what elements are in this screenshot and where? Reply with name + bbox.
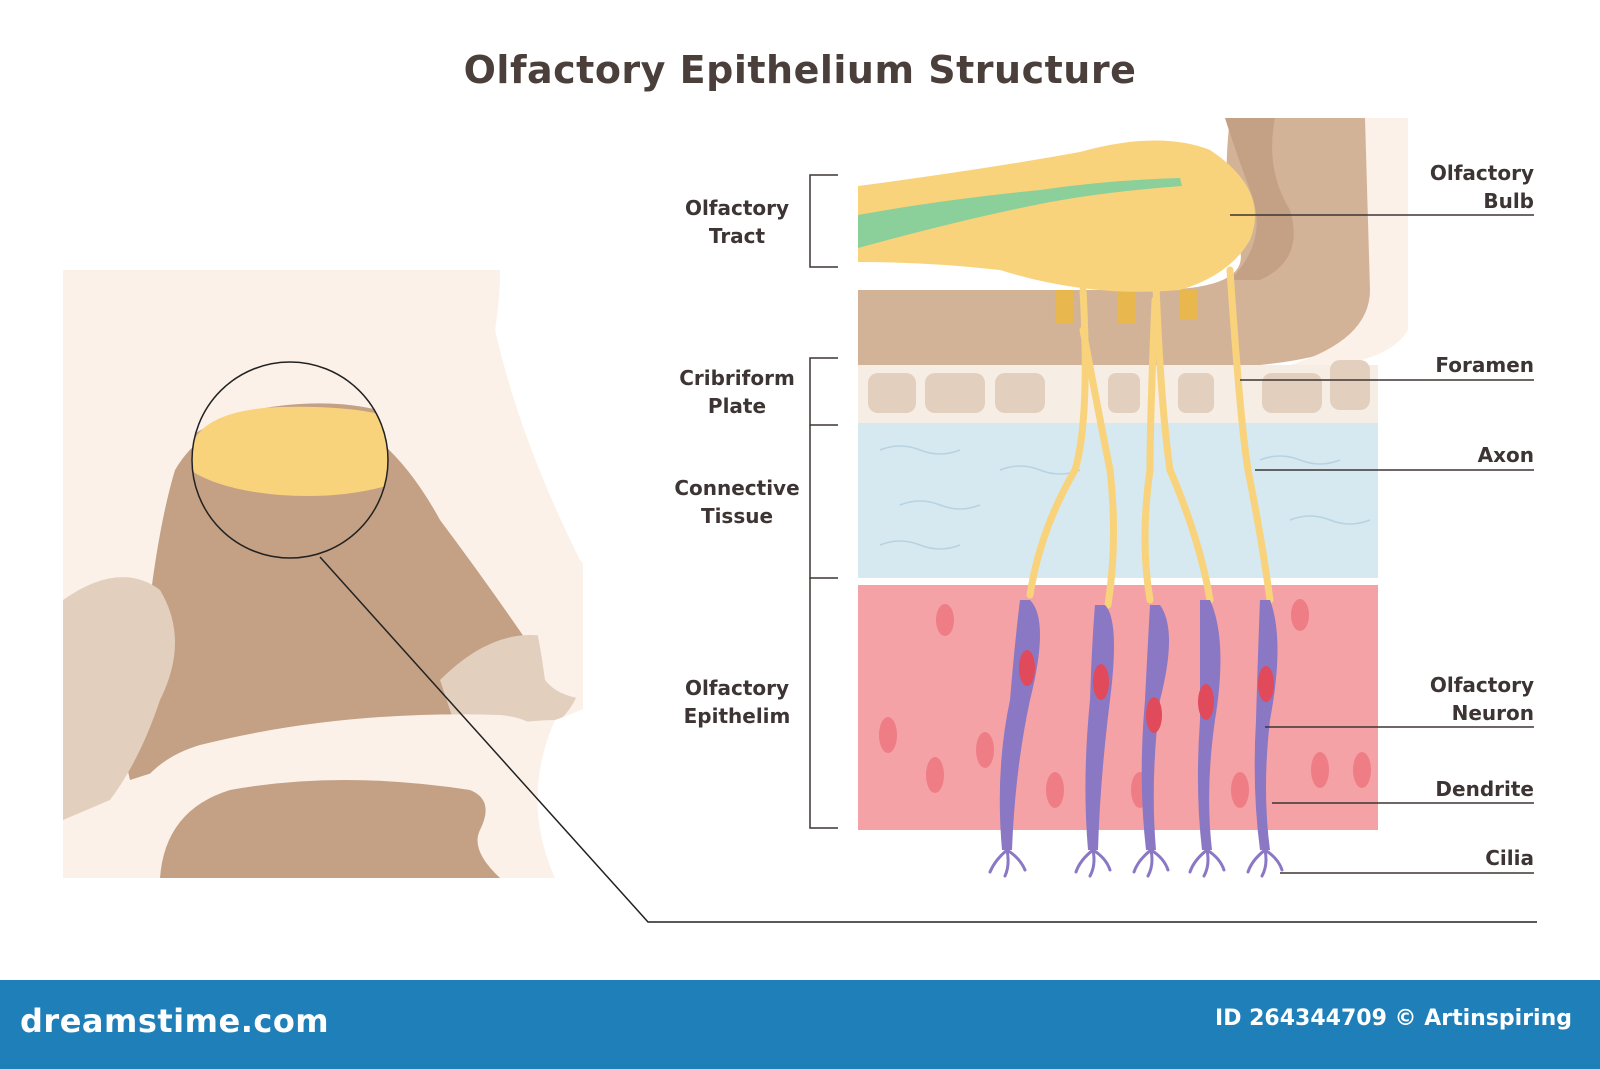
bracket-olfactory-tract (809, 174, 838, 268)
oral-cavity (160, 780, 500, 878)
label-axon: Axon (1477, 443, 1534, 467)
label-olfactory-neuron: Olfactory Neuron (1429, 673, 1534, 725)
label-olfactory-bulb: Olfactory Bulb (1429, 161, 1534, 213)
layer-brackets (809, 174, 838, 829)
cribriform-bone-pieces (868, 360, 1370, 413)
brand-watermark: dreamstime.com (20, 1002, 330, 1040)
bulb-stalks (1055, 290, 1198, 324)
skull-outer (1290, 118, 1408, 365)
anatomy-illustration (63, 118, 1537, 923)
label-cilia: Cilia (1485, 846, 1534, 870)
connective-tissue-layer (858, 423, 1378, 578)
magnifier-leader-line (319, 556, 1537, 923)
detail-cross-section (858, 118, 1408, 858)
cilia-tufts (988, 848, 1284, 878)
label-leader-lines (1230, 214, 1534, 874)
olfactory-tract-fibers (858, 178, 1182, 248)
label-foramen: Foramen (1435, 353, 1534, 377)
diagram-title: Olfactory Epithelium Structure (463, 48, 1137, 92)
connective-tissue-waves (879, 445, 1371, 550)
neuron-nuclei (1019, 650, 1274, 733)
epithelium-serrated-edge (858, 830, 1378, 858)
watermark-footer-bar: dreamstime.com ID 264344709 © Artinspiri… (0, 980, 1600, 1069)
axon-bundle (1026, 256, 1274, 609)
brain-tissue (858, 118, 1375, 365)
olfactory-bulb-shape (858, 140, 1255, 292)
label-connective-tissue: Connective Tissue (674, 476, 800, 528)
bracket-connective-tissue (809, 425, 838, 579)
label-olfactory-tract: Olfactory Tract (684, 196, 790, 248)
magnifier-circle (191, 361, 389, 559)
nasal-bone-left (63, 577, 175, 820)
nose-skin-edge (462, 270, 583, 699)
image-credit: ID 264344709 © Artinspiring (1215, 1006, 1572, 1031)
bracket-cribriform-plate (809, 357, 838, 426)
skull-bone (1225, 118, 1294, 280)
nose-outline-right (495, 270, 583, 878)
label-olfactory-epithelium: Olfactory Epithelim (683, 676, 791, 728)
label-dendrite: Dendrite (1435, 777, 1534, 801)
nose-cross-section (63, 270, 583, 878)
bracket-olfactory-epithelium (809, 578, 838, 829)
label-cribriform-plate: Cribriform Plate (679, 366, 795, 418)
